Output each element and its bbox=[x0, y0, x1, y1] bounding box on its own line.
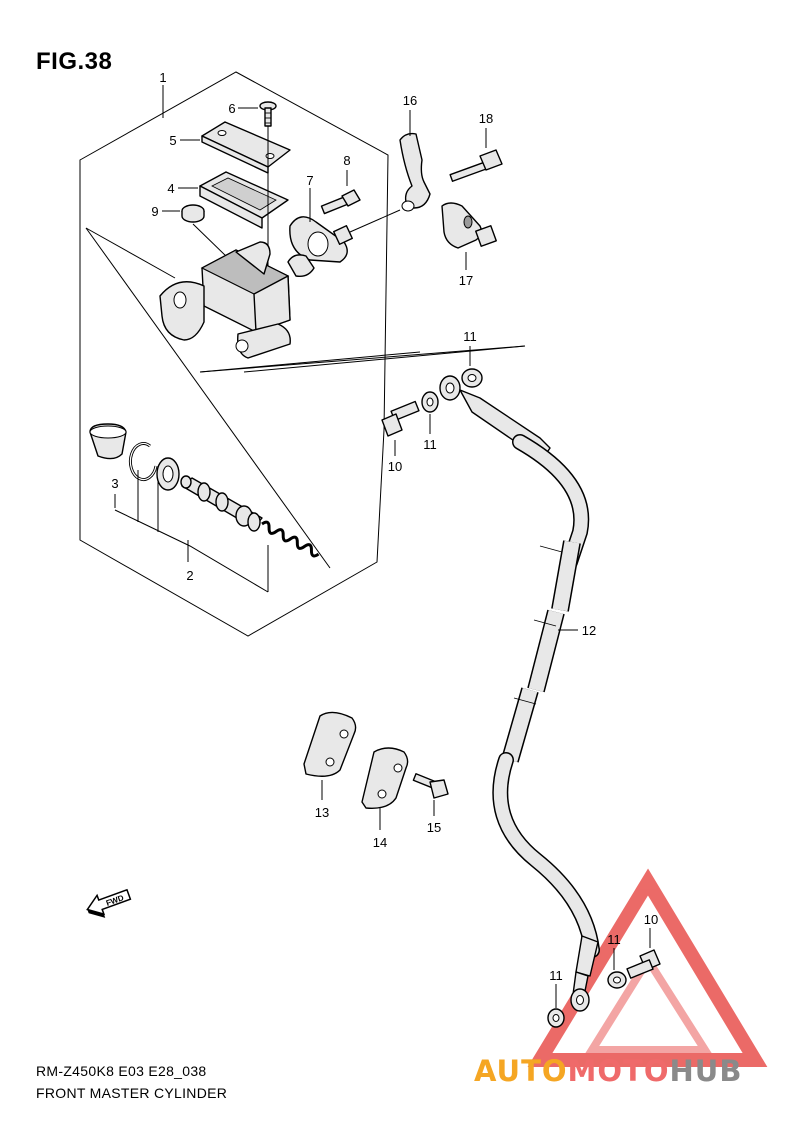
callout-11-b: 11 bbox=[463, 329, 477, 344]
master-cylinder-body bbox=[159, 241, 291, 359]
watermark-logo: AUTOMOTOHUB bbox=[474, 1054, 742, 1088]
callout-11-d: 11 bbox=[549, 968, 563, 983]
watermark-auto: AUTO bbox=[474, 1054, 568, 1088]
callout-6: 6 bbox=[228, 101, 235, 116]
washer bbox=[156, 457, 180, 491]
clutch-lever-part-16 bbox=[399, 132, 431, 212]
bolt-part-8 bbox=[320, 189, 361, 215]
bolt-part-15 bbox=[412, 773, 449, 799]
sight-glass-part-9 bbox=[181, 204, 205, 223]
callout-7: 7 bbox=[306, 173, 313, 188]
watermark-triangle-icon bbox=[527, 868, 768, 1067]
switch-part-17 bbox=[441, 202, 497, 249]
banjo-bolt-part-10-lower bbox=[626, 949, 661, 979]
callout-5: 5 bbox=[169, 133, 176, 148]
screw-part-6 bbox=[259, 101, 277, 127]
callout-11-a: 11 bbox=[423, 437, 437, 452]
spring bbox=[261, 520, 320, 558]
washer-part-11-lower-a bbox=[607, 971, 627, 989]
clamp-part-7 bbox=[287, 216, 354, 278]
figure-title: FIG.38 bbox=[36, 48, 113, 75]
callout-10: 10 bbox=[388, 459, 402, 474]
callout-4: 4 bbox=[167, 181, 174, 196]
piston-part-2 bbox=[180, 475, 263, 532]
callout-3: 3 bbox=[111, 476, 118, 491]
reservoir-cap-part-5 bbox=[201, 121, 291, 174]
clutch-hose-part-12 bbox=[439, 375, 600, 1012]
callout-11-c: 11 bbox=[607, 932, 621, 947]
callout-14: 14 bbox=[373, 835, 387, 850]
callout-16: 16 bbox=[403, 93, 417, 108]
washer-part-11 bbox=[421, 391, 439, 413]
callout-15: 15 bbox=[427, 820, 441, 835]
callout-8: 8 bbox=[343, 153, 350, 168]
washer-part-11-lower-b bbox=[547, 1008, 565, 1028]
callout-1: 1 bbox=[159, 70, 166, 85]
watermark-hub: HUB bbox=[669, 1054, 743, 1088]
callout-12: 12 bbox=[582, 623, 596, 638]
bolt-part-18 bbox=[449, 149, 503, 182]
assembly-frame bbox=[79, 71, 389, 637]
holder-part-13 bbox=[303, 711, 357, 777]
watermark-moto: MOTO bbox=[567, 1054, 670, 1088]
callout-9: 9 bbox=[151, 204, 158, 219]
diaphragm-part-4 bbox=[199, 171, 289, 229]
fwd-arrow-icon: FWD bbox=[86, 888, 132, 918]
fwd-label: FWD bbox=[105, 893, 125, 908]
boot-part-3 bbox=[89, 423, 127, 460]
callout-13: 13 bbox=[315, 805, 329, 820]
model-code: RM-Z450K8 E03 E28_038 bbox=[36, 1063, 207, 1079]
washer-part-11-b bbox=[461, 368, 483, 388]
holder-part-14 bbox=[361, 747, 409, 809]
callout-17: 17 bbox=[459, 273, 473, 288]
callout-2: 2 bbox=[186, 568, 193, 583]
callout-10-lower: 10 bbox=[644, 912, 658, 927]
banjo-bolt-part-10 bbox=[381, 400, 420, 437]
diagram-description: FRONT MASTER CYLINDER bbox=[36, 1085, 228, 1101]
callout-labels: 1 2 3 4 5 6 7 8 9 10 11 11 12 13 14 15 1… bbox=[111, 70, 658, 983]
callout-18: 18 bbox=[479, 111, 493, 126]
